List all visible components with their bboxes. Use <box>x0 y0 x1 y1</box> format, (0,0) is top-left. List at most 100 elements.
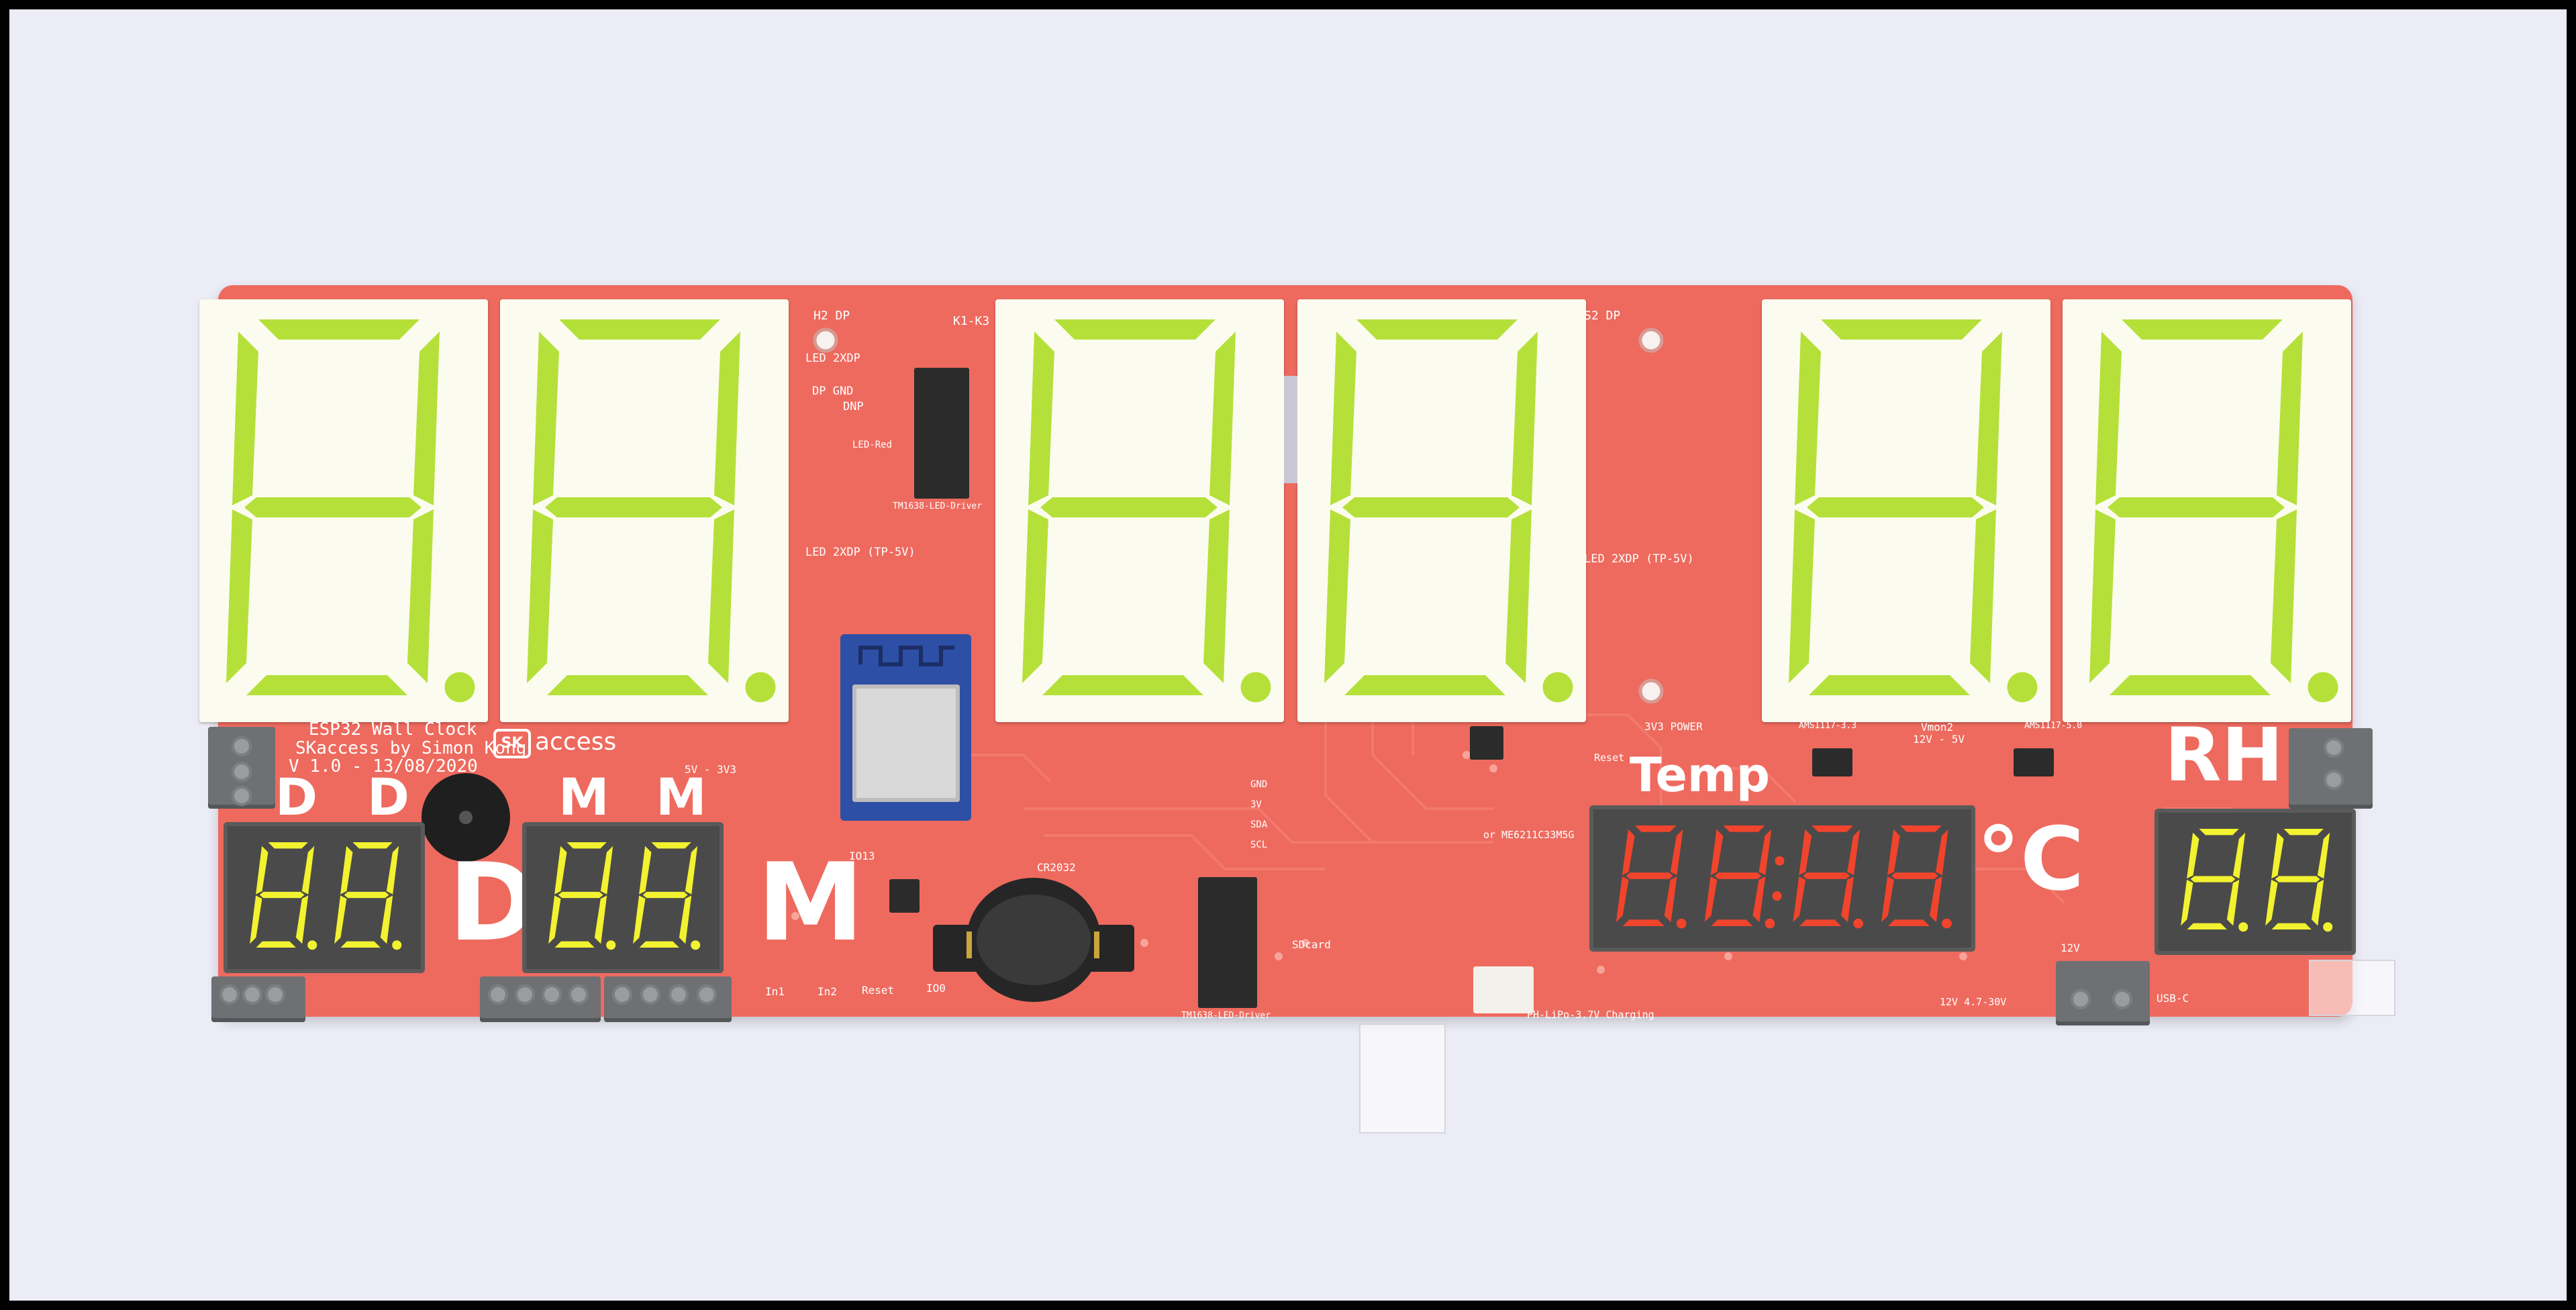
esp32-module <box>840 634 971 821</box>
segment-a <box>1723 825 1765 832</box>
small-digits-month <box>548 842 701 950</box>
segment-c <box>2226 879 2240 926</box>
segment-g <box>642 891 688 899</box>
segment-a <box>566 842 607 849</box>
decimal-point <box>691 940 701 950</box>
terminal-block-right-top <box>2289 728 2373 809</box>
segment-f <box>2271 832 2284 879</box>
segment-a <box>1812 825 1854 832</box>
segment-f <box>1330 332 1356 505</box>
segment-f <box>1710 829 1724 876</box>
silk-io13: IO13 <box>849 850 875 862</box>
segment-e <box>1704 876 1718 923</box>
segment-d <box>554 941 595 948</box>
segment-a <box>1634 825 1677 832</box>
segment-g <box>1714 872 1762 879</box>
segment-g <box>1342 497 1520 517</box>
seven-segment-digit-icon <box>2089 319 2338 703</box>
decimal-point <box>2007 672 2038 703</box>
segment-f <box>1028 332 1054 505</box>
segment-a <box>559 319 720 340</box>
segment-f <box>554 846 567 895</box>
connector-white <box>1473 966 1534 1013</box>
segment-b <box>1847 829 1860 876</box>
silk-12v-5v: 12V - 5V <box>1913 733 1965 746</box>
display-humidity <box>2154 809 2356 955</box>
silk-in1: In1 <box>765 985 785 998</box>
segment-c <box>1203 509 1230 683</box>
silk-5v-3v3: 5V - 3V3 <box>685 763 737 776</box>
seven-segment-digit-icon <box>226 319 475 703</box>
small-ic-1 <box>1470 726 1503 760</box>
segment-a <box>2199 829 2239 836</box>
segment-c <box>1841 876 1854 923</box>
decimal-point <box>2323 922 2333 932</box>
segment-g <box>545 497 722 517</box>
segment-f <box>639 846 652 895</box>
segment-b <box>1935 829 1948 876</box>
segment-a <box>651 842 691 849</box>
segment-f <box>340 846 353 895</box>
segment-d <box>639 941 679 948</box>
silk-me6211: or ME6211C33M5G <box>1483 829 1575 841</box>
seven-segment-digit-icon <box>527 319 776 703</box>
small-digits-temp <box>1616 825 1952 929</box>
segment-f <box>1887 829 1900 876</box>
segment-d <box>1622 919 1665 926</box>
segment-c <box>295 895 309 944</box>
silk-led-red: LED-Red <box>852 440 893 450</box>
label-rh: RH <box>2165 712 2283 798</box>
seven-segment-digit-icon <box>1324 319 1573 703</box>
segment-a <box>1821 319 1982 340</box>
decimal-point <box>1853 918 1864 929</box>
silk-led2xdp-1: LED 2XDP <box>805 352 860 365</box>
segment-e <box>250 895 262 944</box>
label-m1: M <box>558 767 609 827</box>
label-temp: Temp <box>1630 748 1770 803</box>
decimal-point <box>1542 672 1573 703</box>
segment-d <box>1799 919 1842 926</box>
segment-f <box>256 846 268 895</box>
seven-segment-digit-icon <box>1789 319 2038 703</box>
segment-g <box>244 497 422 517</box>
digit-gap-strip <box>1284 376 1297 483</box>
display-temp <box>1589 805 1975 952</box>
segment-c <box>708 509 734 683</box>
terminal-block-bottom-2 <box>480 976 601 1022</box>
segment-f <box>1799 829 1812 876</box>
silk-sdcard: SDcard <box>1292 938 1331 951</box>
silk-reset: Reset <box>862 984 895 997</box>
silk-io0: IO0 <box>926 982 946 995</box>
segment-b <box>2277 332 2303 505</box>
decimal-point <box>1240 672 1271 703</box>
silk-ams3v3: AMS1117-3.3 <box>1799 721 1857 731</box>
segment-e <box>2181 879 2193 926</box>
segment-a <box>2122 319 2283 340</box>
decimal-point <box>1772 891 1782 901</box>
segment-d <box>2271 923 2312 929</box>
segment-e <box>2089 509 2116 683</box>
segment-e <box>334 895 347 944</box>
segment-c <box>2311 879 2324 926</box>
display-month <box>522 822 724 973</box>
segment-b <box>2317 832 2330 879</box>
segment-g <box>2190 876 2236 883</box>
segment-c <box>679 895 692 944</box>
segment-g <box>2275 876 2320 883</box>
segment-b <box>1209 332 1236 505</box>
silk-ams5v: AMS1117-5.0 <box>2024 721 2083 731</box>
segment-b <box>386 846 399 895</box>
terminal-block-left <box>208 727 275 809</box>
brand-text: access <box>535 728 617 756</box>
silk-tm1638-top: TM1638-LED-Driver <box>893 501 983 511</box>
segment-d <box>1344 675 1505 695</box>
segment-b <box>1512 332 1538 505</box>
display-day <box>224 822 425 973</box>
silk-reset2: Reset <box>1594 752 1625 764</box>
label-d2: D <box>367 767 410 827</box>
silk-led2xdp-tp2: LED 2XDP (TP-5V) <box>1584 552 1694 566</box>
segment-g <box>259 891 305 899</box>
segment-d <box>2110 675 2271 695</box>
big-digit-6 <box>2063 299 2351 722</box>
segment-d <box>340 941 381 948</box>
